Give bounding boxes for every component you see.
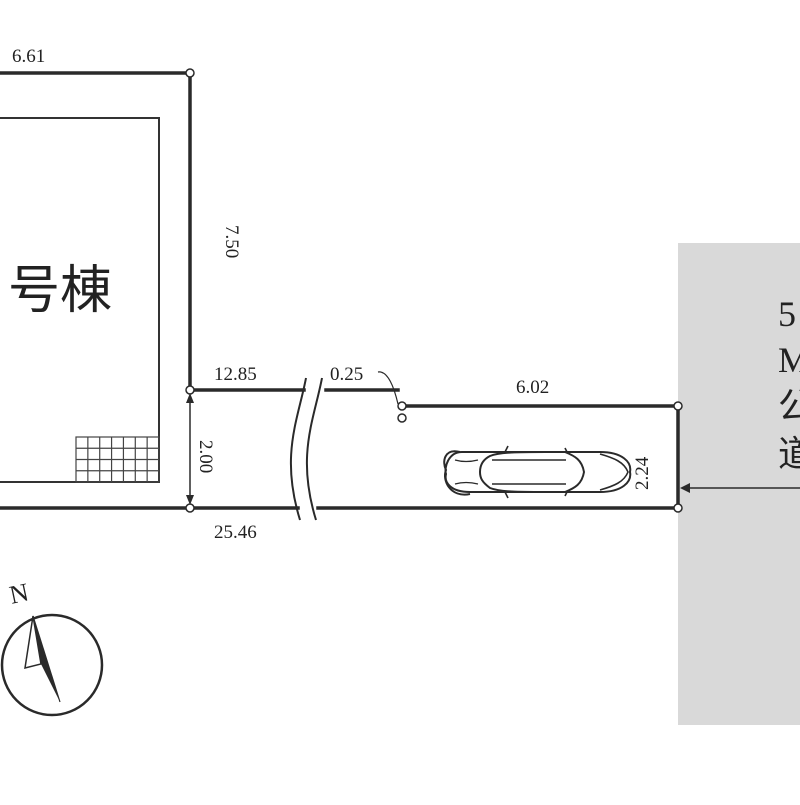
- vertex: [185, 68, 195, 78]
- road-label-line-2: M: [778, 340, 800, 380]
- road-label-line-3: 公: [778, 386, 800, 426]
- dim-parking-length: 6.02: [516, 377, 549, 398]
- vertex: [673, 401, 683, 411]
- building-label: 号棟: [8, 263, 112, 320]
- break-mark-left: [289, 377, 307, 521]
- vertex: [185, 385, 195, 395]
- vertex: [185, 503, 195, 513]
- dim-path-left: 12.85: [214, 364, 257, 385]
- vertices: [185, 68, 683, 513]
- entrance-arrow-icon: [680, 483, 800, 493]
- dim-right-side: 7.50: [221, 225, 242, 258]
- vertex: [397, 401, 407, 411]
- vertex: [397, 413, 407, 423]
- vertex: [673, 503, 683, 513]
- road-label-line-4: 道: [778, 434, 800, 474]
- road-label-line-1: 5: [778, 294, 796, 334]
- dim-path-gap: 0.25: [330, 364, 363, 385]
- entrance-grid: [75, 436, 160, 483]
- leader-line-gap: [377, 371, 399, 405]
- dim-total-length: 25.46: [214, 522, 257, 543]
- compass-north-label: N: [7, 577, 32, 609]
- car-icon: [443, 445, 632, 499]
- lot-boundary: [0, 71, 680, 510]
- compass-icon: [0, 613, 104, 717]
- dim-frontage: 2.24: [632, 456, 653, 490]
- dim-path-width: 2.00: [195, 440, 216, 473]
- break-marks: [289, 377, 323, 521]
- dim-top-width: 6.61: [12, 46, 45, 67]
- break-mark-right: [305, 377, 323, 521]
- dimension-line-path-width: [186, 393, 194, 505]
- public-road: [678, 243, 800, 725]
